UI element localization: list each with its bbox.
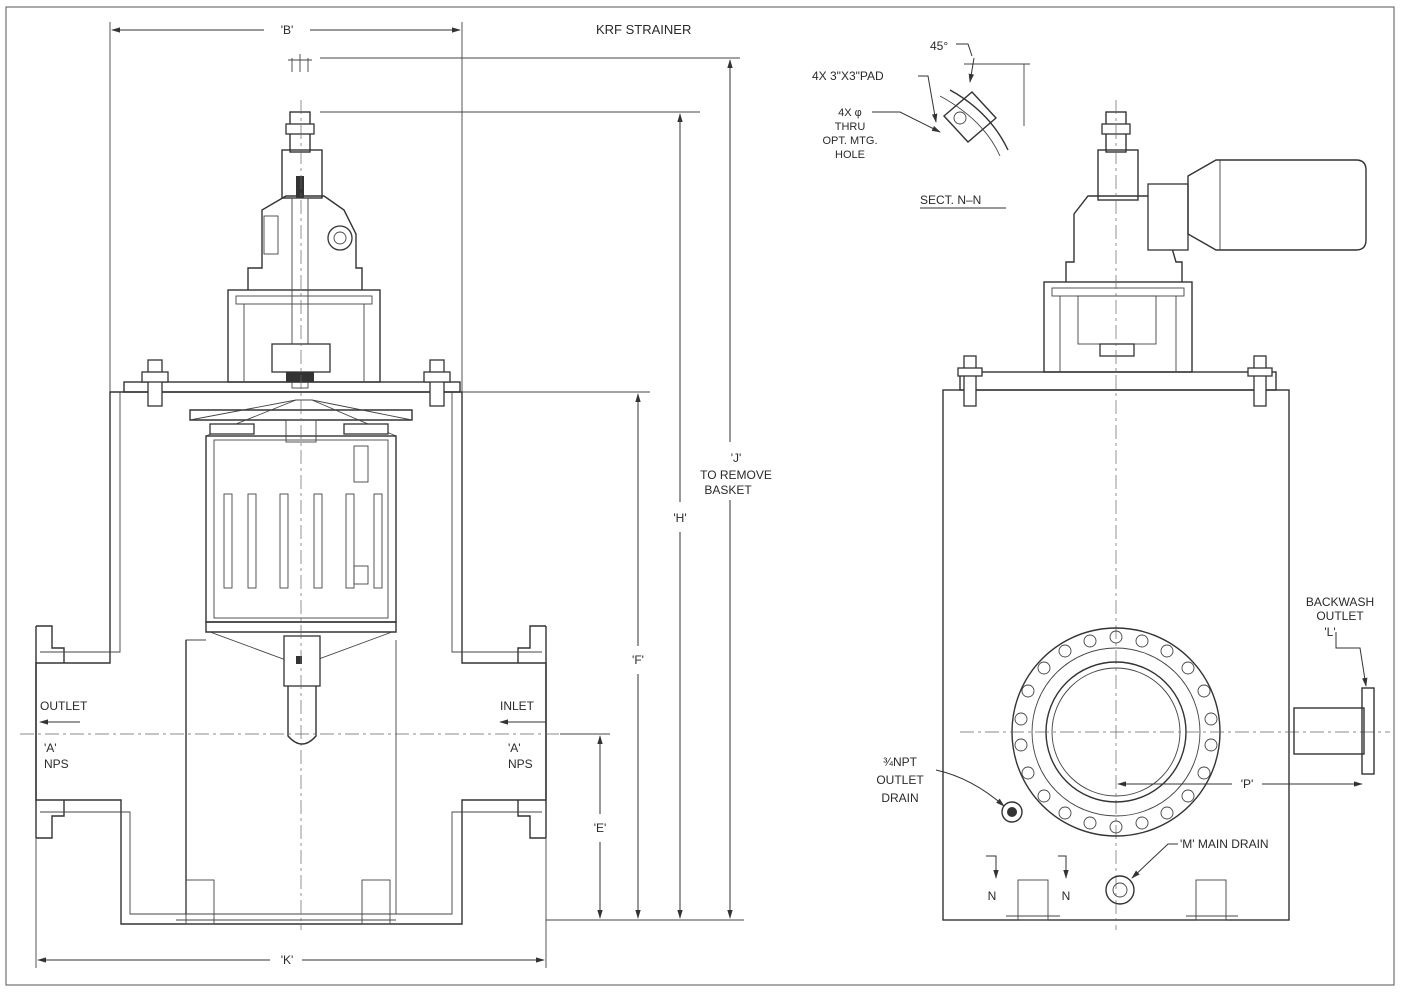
section-marker-left: N [988, 889, 997, 903]
dim-j-label: 'J' [731, 451, 742, 465]
inlet-size-nps: NPS [508, 757, 533, 771]
outlet-label: OUTLET [40, 699, 88, 713]
hole-label-1: 4X φ [838, 107, 862, 119]
flange-bolt-holes [1014, 630, 1218, 834]
backwash-label-1: BACKWASH [1306, 595, 1374, 609]
npt-drain-2: OUTLET [876, 773, 924, 787]
npt-drain-1: ¾NPT [883, 755, 918, 769]
drawing-title: KRF STRAINER [596, 22, 691, 37]
front-view [20, 54, 560, 930]
outlet-size-nps: NPS [44, 757, 69, 771]
backwash-label-2: OUTLET [1316, 609, 1364, 623]
hole-label-2: THRU [835, 121, 866, 133]
inlet-size-a: 'A' [508, 741, 521, 755]
backwash-label-3: 'L' [1324, 625, 1335, 639]
sheet-border [5, 6, 1395, 986]
pad-label: 4X 3"X3"PAD [812, 69, 884, 83]
dim-h-label: 'H' [673, 511, 686, 525]
dim-b-label: 'B' [281, 23, 294, 37]
labels: KRF STRAINER 'B' 'J' TO REMOVE BASKET 'H… [40, 22, 1374, 967]
dimension-lines [35, 22, 744, 968]
section-n-n [872, 43, 1030, 209]
dim-j-note2: BASKET [704, 483, 752, 497]
main-drain-label: 'M' MAIN DRAIN [1180, 837, 1269, 851]
dim-e-label: 'E' [594, 821, 607, 835]
dim-k-label: 'K' [281, 953, 294, 967]
angle-label: 45° [930, 39, 948, 53]
section-marker-right: N [1062, 889, 1071, 903]
section-title: SECT. N–N [920, 193, 981, 207]
dim-f-label: 'F' [632, 653, 644, 667]
inlet-label: INLET [500, 699, 535, 713]
dim-j-note1: TO REMOVE [700, 468, 772, 482]
npt-drain-3: DRAIN [881, 791, 918, 805]
side-view [935, 100, 1390, 930]
outlet-size-a: 'A' [44, 741, 57, 755]
dim-p-label: 'P' [1241, 777, 1254, 791]
hole-label-4: HOLE [835, 149, 865, 161]
hole-label-3: OPT. MTG. [823, 135, 878, 147]
